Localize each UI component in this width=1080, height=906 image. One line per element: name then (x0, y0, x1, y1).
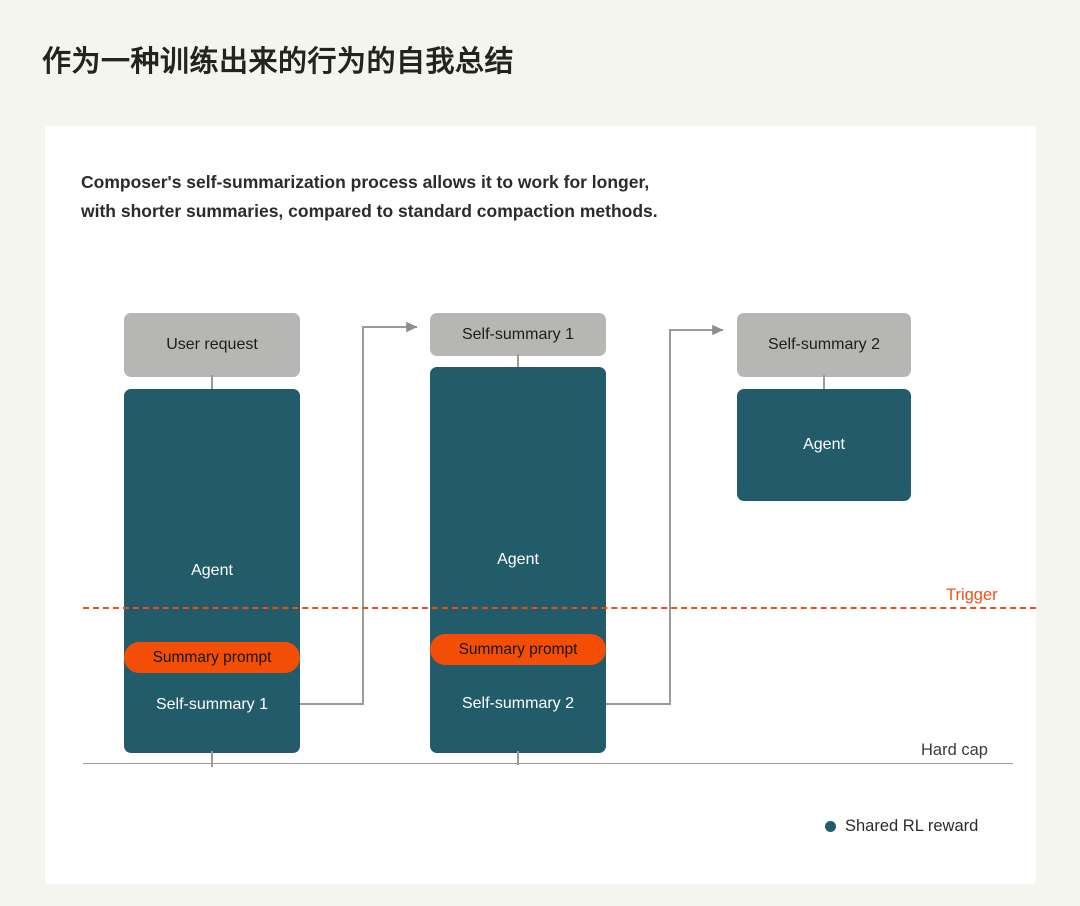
figure-caption: Composer's self-summarization process al… (81, 168, 961, 226)
node-summary-prompt-col2[interactable]: Summary prompt (430, 634, 606, 665)
node-user-request[interactable]: User request (124, 313, 300, 377)
hard-cap-label: Hard cap (921, 741, 988, 759)
node-agent-col2-label: Agent (497, 551, 539, 569)
node-self-summary-2-input-col3[interactable]: Self-summary 2 (737, 313, 911, 377)
stem-col2-agent-to-prompt (517, 751, 519, 765)
page-title: 作为一种训练出来的行为的自我总结 (42, 46, 515, 78)
node-self-summary-1-input-col2-label: Self-summary 1 (461, 325, 575, 343)
legend-label: Shared RL reward (845, 817, 979, 835)
hard-cap-line (83, 763, 1013, 764)
figure-caption-line-2: with shorter summaries, compared to stan… (81, 201, 658, 221)
trigger-label: Trigger (946, 586, 998, 604)
stem-col2-input-to-agent (517, 354, 519, 370)
legend-shared-rl-reward: Shared RL reward (825, 817, 978, 836)
node-self-summary-1-input-col2[interactable]: Self-summary 1 (430, 313, 606, 356)
stem-col1-input-to-agent (211, 375, 213, 391)
process-flow-diagram: User request Agent Summary prompt Self-s… (45, 126, 1036, 884)
node-user-request-label: User request (166, 336, 258, 354)
node-summary-prompt-col2-label: Summary prompt (458, 640, 578, 658)
legend-dot-icon (825, 821, 836, 832)
stem-col1-agent-to-prompt (211, 751, 213, 767)
node-self-summary-2-col2[interactable]: Self-summary 2 (430, 678, 606, 730)
node-summary-prompt-col1[interactable]: Summary prompt (124, 642, 300, 673)
node-self-summary-1-col1[interactable]: Self-summary 1 (124, 681, 300, 728)
node-agent-col3-label: Agent (803, 436, 845, 454)
node-agent-col3[interactable]: Agent (737, 389, 911, 501)
stem-col3-input-to-agent (823, 375, 825, 391)
node-self-summary-1-col1-label: Self-summary 1 (155, 695, 269, 713)
node-self-summary-2-col2-label: Self-summary 2 (461, 695, 575, 713)
trigger-threshold-line (83, 607, 1036, 609)
node-summary-prompt-col1-label: Summary prompt (152, 648, 272, 666)
figure-caption-line-1: Composer's self-summarization process al… (81, 172, 650, 192)
node-agent-col1-label: Agent (191, 562, 233, 580)
figure-card: Composer's self-summarization process al… (45, 126, 1036, 884)
node-self-summary-2-input-col3-label: Self-summary 2 (767, 336, 881, 354)
